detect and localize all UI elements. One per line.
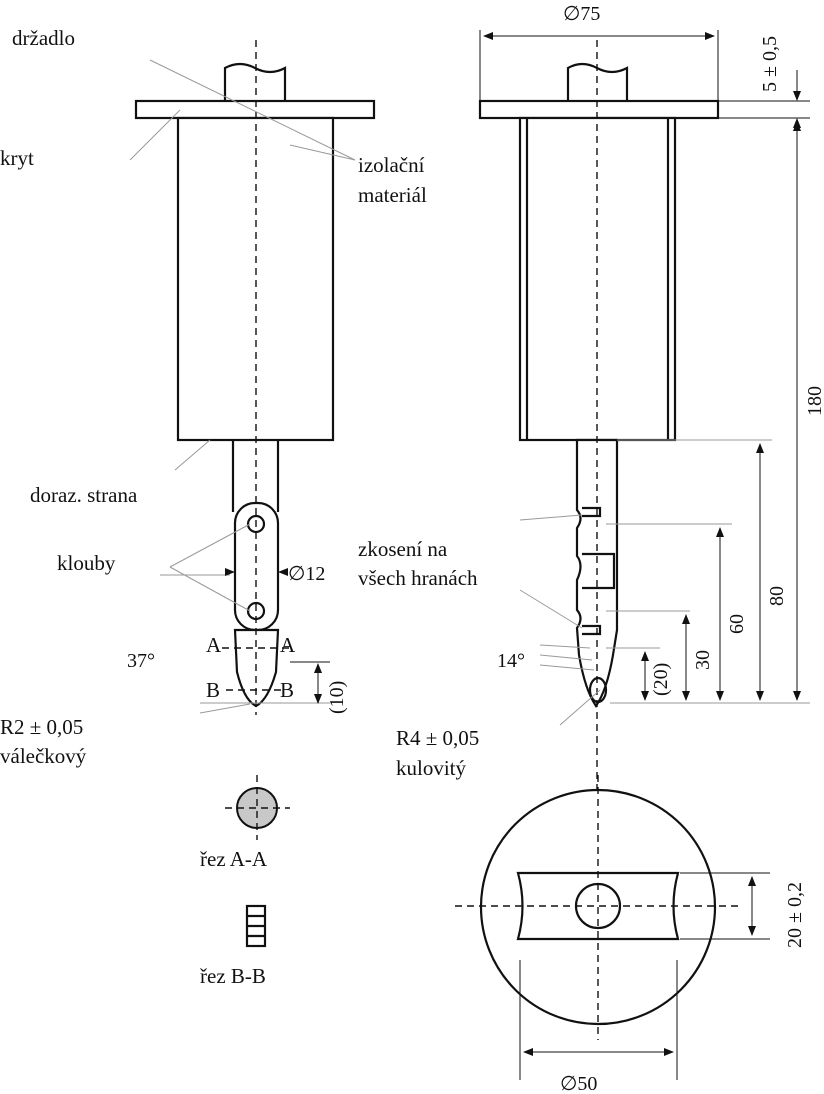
dim-diameter-75 <box>479 30 719 100</box>
dim-width-20 <box>680 872 770 940</box>
text-diameter-75: ∅75 <box>563 3 600 25</box>
label-radius-sph-2: kulovitý <box>396 756 467 780</box>
text-diameter-12: ∅12 <box>288 563 325 585</box>
label-cover: kryt <box>0 146 34 170</box>
label-section-bb: řez B-B <box>200 964 266 988</box>
left-view <box>134 40 376 715</box>
text-length-80: 80 <box>766 586 788 606</box>
label-chamfer-1: zkosení na <box>358 537 448 561</box>
label-cut-a-right: A <box>280 633 296 657</box>
right-cover-body <box>518 116 677 442</box>
label-cut-a-left: A <box>206 633 222 657</box>
label-cut-b-right: B <box>280 678 294 702</box>
left-flange <box>134 99 376 120</box>
left-leaders <box>129 59 356 714</box>
label-handle: držadlo <box>12 26 75 50</box>
text-angle-14: 14° <box>497 650 525 672</box>
label-chamfer-2: všech hranách <box>358 566 478 590</box>
dim-length-10 <box>290 661 330 704</box>
text-thickness-5: 5 ± 0,5 <box>759 36 781 92</box>
text-length-180: 180 <box>804 386 824 416</box>
text-length-10: (10) <box>326 681 348 714</box>
text-angle-37: 37° <box>127 650 155 672</box>
label-radius-cyl-2: válečkový <box>0 744 87 768</box>
section-aa-drawing <box>225 775 290 840</box>
text-length-30: 30 <box>692 650 714 670</box>
text-length-60: 60 <box>726 614 748 634</box>
text-length-20: (20) <box>650 663 672 696</box>
dim-diameter-50 <box>519 960 678 1080</box>
right-tip-ball <box>588 676 608 704</box>
label-stop-face: doraz. strana <box>30 483 138 507</box>
left-cover-body <box>176 116 335 442</box>
label-insulation-1: izolační <box>358 153 425 177</box>
right-leaders <box>519 439 810 726</box>
right-flange <box>478 99 720 120</box>
right-view <box>478 40 720 790</box>
text-diameter-50: ∅50 <box>560 1073 597 1094</box>
label-cut-b-left: B <box>206 678 220 702</box>
left-finger-shaft <box>231 440 280 512</box>
section-bb-drawing <box>245 904 267 948</box>
text-width-20: 20 ± 0,2 <box>784 882 806 948</box>
bottom-view <box>455 775 742 1040</box>
left-handle-stub <box>223 62 287 101</box>
label-joints: klouby <box>57 551 116 575</box>
label-insulation-2: materiál <box>358 183 427 207</box>
label-radius-sph-1: R4 ± 0,05 <box>396 726 479 750</box>
label-radius-cyl-1: R2 ± 0,05 <box>0 715 83 739</box>
label-section-aa: řez A-A <box>200 847 268 871</box>
